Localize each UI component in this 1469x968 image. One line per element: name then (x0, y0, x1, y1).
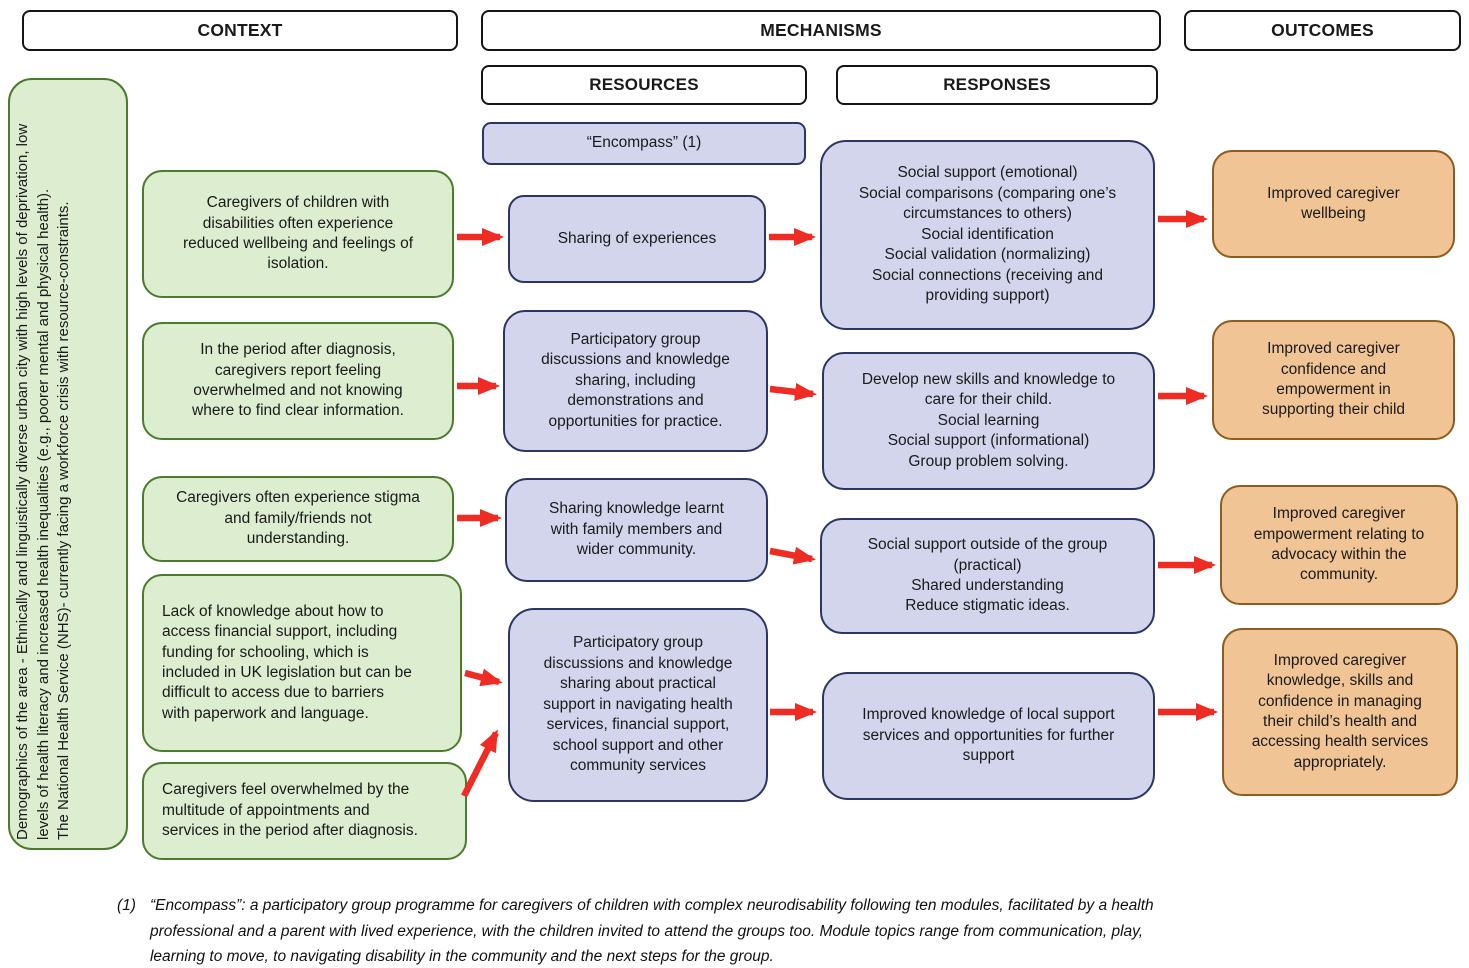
outcomes-header: OUTCOMES (1184, 10, 1461, 51)
resource-box-group-discussions: Participatory group discussions and know… (503, 310, 768, 452)
responses-header: RESPONSES (836, 65, 1158, 105)
response-box-new-skills: Develop new skills and knowledge to care… (822, 352, 1155, 490)
footnote-text: “Encompass”: a participatory group progr… (149, 897, 1154, 966)
mechanisms-header: MECHANISMS (481, 10, 1161, 51)
response-box-outside-group: Social support outside of the group (pra… (820, 518, 1155, 634)
outcome-box-wellbeing: Improved caregiver wellbeing (1212, 150, 1455, 258)
demographics-sidebar-text: Demographics of the area - Ethnically an… (14, 123, 73, 840)
outcome-box-confidence: Improved caregiver confidence and empowe… (1212, 320, 1455, 440)
footnote-marker: (1) (117, 897, 136, 914)
arrow-context5-to-resource4 (461, 729, 499, 798)
footnote: (1) “Encompass”: a participatory group p… (117, 893, 1457, 968)
context-box-financial: Lack of knowledge about how to access fi… (142, 574, 462, 752)
resources-header: RESOURCES (481, 65, 807, 105)
resource-box-practical-support: Participatory group discussions and know… (508, 608, 768, 802)
resource-box-sharing-experiences: Sharing of experiences (508, 195, 766, 283)
context-header: CONTEXT (22, 10, 458, 51)
outcome-box-knowledge-skills: Improved caregiver knowledge, skills and… (1222, 628, 1458, 796)
resource-box-sharing-knowledge: Sharing knowledge learnt with family mem… (505, 478, 768, 582)
arrow-context4-to-resource4 (464, 668, 503, 687)
response-box-social-support: Social support (emotional) Social compar… (820, 140, 1155, 330)
encompass-box: “Encompass” (1) (482, 122, 806, 165)
context-box-diagnosis: In the period after diagnosis, caregiver… (142, 322, 454, 440)
context-box-wellbeing: Caregivers of children with disabilities… (142, 170, 454, 298)
arrow-resource2-to-response2 (769, 382, 817, 401)
context-box-appointments: Caregivers feel overwhelmed by the multi… (142, 762, 467, 860)
response-box-local-services: Improved knowledge of local support serv… (822, 672, 1155, 800)
context-box-stigma: Caregivers often experience stigma and f… (142, 476, 454, 562)
demographics-sidebar: Demographics of the area - Ethnically an… (8, 78, 128, 850)
outcome-box-advocacy: Improved caregiver empowerment relating … (1220, 485, 1458, 605)
arrow-resource3-to-response3 (769, 546, 816, 565)
